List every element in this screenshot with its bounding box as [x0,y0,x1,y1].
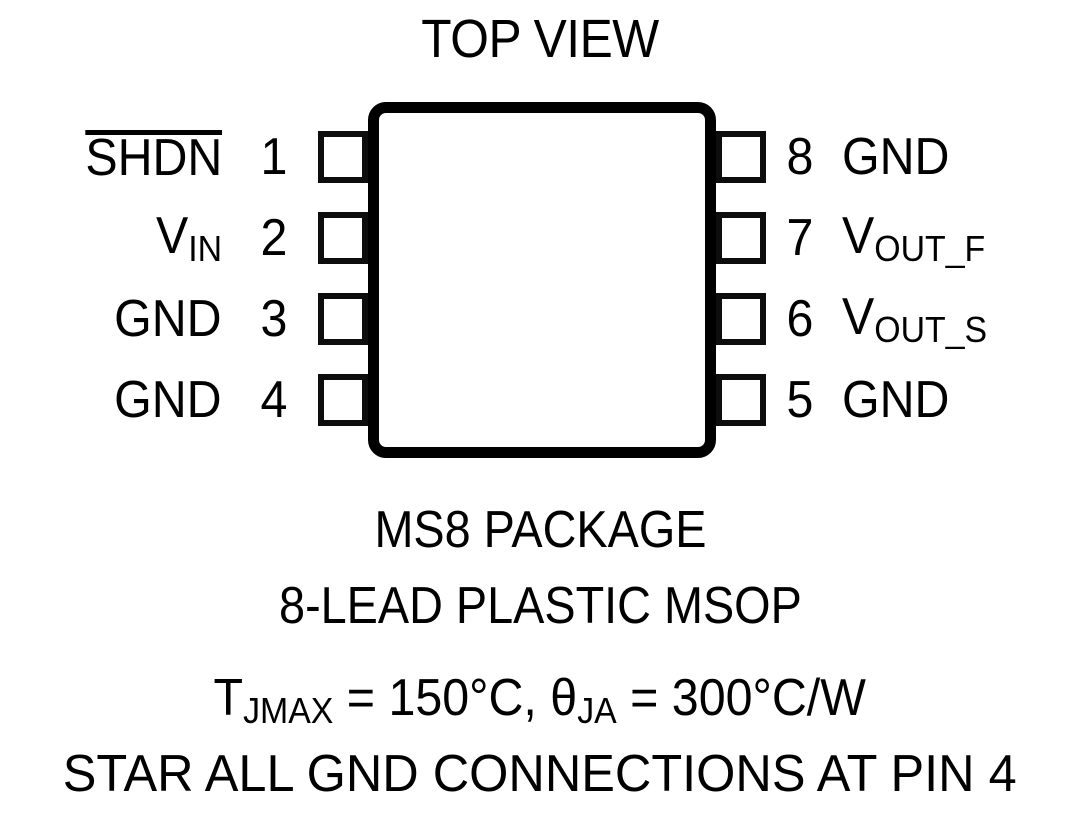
thermal-theta-symbol: θ [550,669,578,727]
pin-subscript-7: OUT_F [874,227,986,269]
caption-thermal-inner: TJMAX = 150°C, θJA = 300°C/W [214,668,866,733]
pin-signal-4: GND [114,371,222,429]
pin-subscript-6: OUT_S [874,308,988,350]
pin-pad-3 [318,293,368,345]
pin-signal-8: GND [842,128,950,186]
pin-label-row-6: 6 VOUT_S [780,287,1080,350]
thermal-t-subscript: JMAX [243,690,334,731]
pin-pad-1 [318,131,368,183]
pin-signal-3: GND [114,290,222,348]
pin-pad-2 [318,212,368,264]
pin-pad-8 [716,131,766,183]
pin-pad-5 [716,374,766,426]
ic-package-body [368,102,716,458]
thermal-t-symbol: T [213,669,244,727]
page-title: TOP VIEW [421,9,659,69]
pin-label-row-7: 7 VOUT_F [780,206,1080,269]
pin-signal-7: VOUT_F [842,206,986,269]
pin-pad-7 [716,212,766,264]
pin-signal-6: VOUT_S [842,287,988,350]
caption-package-name: MS8 PACKAGE [0,500,1080,560]
pin-label-row-8: 8 GND [780,131,1080,183]
caption-star-note: STAR ALL GND CONNECTIONS AT PIN 4 [0,744,1080,804]
pin-signal-1: SHDN [84,129,223,187]
overline-shdn: SHDN [84,129,223,187]
pin-number-4: 4 [260,371,288,429]
pin-subscript-2: IN [188,227,222,269]
pin-label-row-4: GND 4 [0,374,300,426]
caption-lead-description-text: 8-LEAD PLASTIC MSOP [278,577,802,635]
thermal-t-value: = 150°C, [333,669,551,727]
pin-pad-6 [716,293,766,345]
pin-label-row-3: GND 3 [0,293,300,345]
pin-number-1: 1 [260,128,288,186]
caption-thermal-specs: TJMAX = 150°C, θJA = 300°C/W [0,668,1080,733]
thermal-theta-subscript: JA [577,690,617,731]
caption-package-name-text: MS8 PACKAGE [373,501,707,559]
pin-number-8: 8 [786,128,814,186]
caption-star-note-text: STAR ALL GND CONNECTIONS AT PIN 4 [63,745,1017,803]
pin-number-2: 2 [260,209,288,267]
pin-number-6: 6 [786,290,814,348]
pin-label-row-1: SHDN 1 [0,128,300,187]
pin-number-7: 7 [786,209,814,267]
pin-number-5: 5 [786,371,814,429]
caption-lead-description: 8-LEAD PLASTIC MSOP [0,576,1080,636]
pin-pad-4 [318,374,368,426]
pin-number-3: 3 [260,290,288,348]
pin-label-row-2: VIN 2 [0,206,300,269]
thermal-theta-value: = 300°C/W [616,669,867,727]
pin-label-row-5: 5 GND [780,374,1080,426]
pin-signal-2: VIN [155,206,222,269]
pin-signal-5: GND [842,371,950,429]
